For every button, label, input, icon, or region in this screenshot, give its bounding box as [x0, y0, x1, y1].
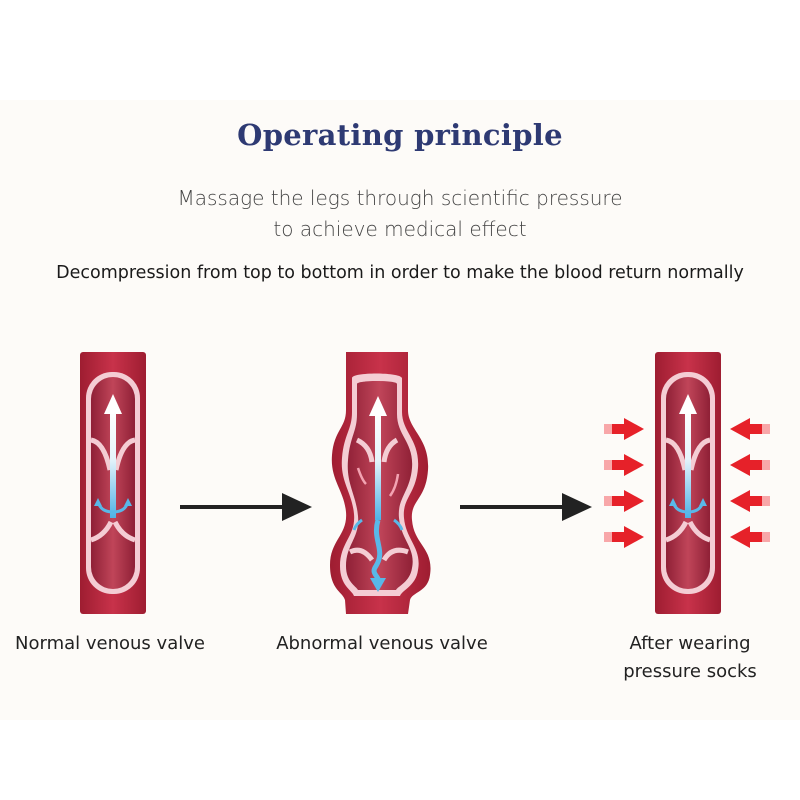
blood-flow-arrow: [375, 410, 381, 520]
caption-line-2: pressure socks: [623, 661, 757, 682]
pressure-arrow-icon: [604, 418, 644, 440]
pressure-arrows-right: [730, 418, 770, 548]
compressed-vein: [655, 352, 721, 614]
pressure-arrow-icon: [730, 454, 770, 476]
pressure-arrow-icon: [604, 454, 644, 476]
pressure-arrow-icon: [730, 526, 770, 548]
abnormal-vein: [330, 352, 431, 614]
pressure-arrow-icon: [604, 526, 644, 548]
caption-abnormal-valve: Abnormal venous valve: [276, 633, 488, 654]
caption-normal-valve: Normal venous valve: [15, 633, 205, 654]
arrow-head-icon: [562, 493, 592, 521]
description: Decompression from top to bottom in orde…: [56, 263, 744, 283]
subtitle-line-2: to achieve medical effect: [273, 217, 527, 241]
subtitle-line-1: Massage the legs through scientific pres…: [177, 186, 623, 210]
blood-flow-arrow: [110, 410, 116, 518]
blood-flow-arrow: [685, 410, 691, 518]
pressure-arrow-icon: [604, 490, 644, 512]
arrow-head-icon: [282, 493, 312, 521]
caption-line-1: After wearing: [629, 633, 751, 654]
pressure-arrow-icon: [730, 490, 770, 512]
normal-vein: [80, 352, 146, 614]
caption-pressure-socks: After wearing pressure socks: [590, 630, 790, 686]
pressure-arrow-icon: [730, 418, 770, 440]
backflow-arrow-icon: [370, 578, 386, 592]
pressure-arrows-left: [604, 418, 644, 548]
page-title: Operating principle: [237, 118, 563, 152]
